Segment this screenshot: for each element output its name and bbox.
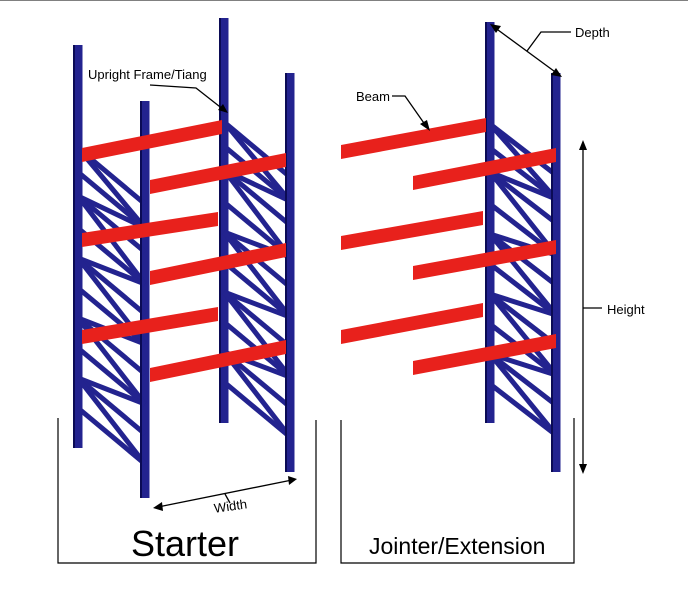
frame-horizontal-brace — [76, 256, 147, 316]
frame-horizontal-brace — [222, 260, 292, 319]
beam-arrowhead — [420, 120, 430, 131]
frame-diagonal-brace — [489, 169, 557, 202]
height-label: Height — [607, 302, 645, 317]
depth-arrowhead-a — [490, 24, 501, 33]
frame-diagonal-brace — [488, 232, 558, 317]
frame-horizontal-brace — [488, 382, 558, 437]
frame-horizontal-brace — [488, 352, 558, 407]
frame-horizontal-brace — [222, 144, 292, 203]
frame-diagonal-brace — [489, 291, 557, 318]
width-arrow-line — [157, 479, 293, 508]
frame-diagonal-brace — [76, 376, 147, 466]
beam — [82, 120, 222, 162]
upright-leader-line — [149, 84, 225, 111]
frame-horizontal-brace — [488, 262, 558, 317]
frame-horizontal-brace — [76, 316, 147, 376]
beam — [413, 240, 556, 280]
jointer-bracket — [340, 418, 575, 564]
frame-diagonal-brace — [488, 292, 558, 377]
beam — [150, 243, 286, 285]
width-arrowhead-a — [153, 502, 163, 511]
frame-diagonal-brace — [488, 352, 558, 437]
frame-horizontal-brace — [76, 194, 147, 254]
frame-diagonal-brace — [76, 193, 147, 231]
frame-starter-left — [73, 45, 150, 498]
frame-horizontal-brace — [76, 376, 147, 436]
starter-bracket — [57, 418, 317, 564]
upright-arrowhead — [218, 104, 228, 113]
beam-label: Beam — [356, 89, 390, 104]
frame-horizontal-brace — [222, 290, 292, 349]
frame-diagonal-brace — [488, 170, 558, 257]
frame-horizontal-brace — [488, 146, 558, 201]
upright-frame-label: Upright Frame/Tiang — [88, 67, 207, 82]
frame-diagonal-brace — [77, 255, 146, 287]
width-arrowhead-b — [288, 476, 297, 485]
height-arrowhead-bottom — [579, 464, 587, 474]
frame-diagonal-brace — [76, 146, 147, 230]
frame-diagonal-brace — [223, 289, 291, 320]
frame-diagonal-brace — [222, 350, 292, 439]
beam — [150, 153, 286, 194]
frame-diagonal-brace — [77, 375, 146, 407]
frame-diagonal-brace — [222, 290, 292, 379]
depth-arrowhead-b — [551, 68, 562, 77]
jointer-title: Jointer/Extension — [369, 533, 546, 559]
height-arrowhead-top — [579, 140, 587, 150]
width-leader-line — [224, 493, 231, 504]
frame-horizontal-brace — [76, 170, 147, 230]
beam — [341, 303, 483, 344]
frame-horizontal-brace — [76, 346, 147, 406]
depth-arrow-line — [493, 26, 559, 75]
frame-horizontal-brace — [488, 122, 558, 177]
beam — [82, 307, 218, 344]
frame-horizontal-brace — [76, 406, 147, 466]
beams — [82, 118, 556, 382]
frame-diagonal-brace — [222, 168, 292, 259]
frame-horizontal-brace — [488, 170, 558, 225]
beam — [82, 212, 218, 247]
beam — [341, 211, 483, 250]
annotations — [0, 0, 688, 564]
starter-title: Starter — [131, 523, 240, 564]
frame-horizontal-brace — [222, 380, 292, 439]
beam — [413, 148, 556, 190]
depth-label: Depth — [575, 25, 610, 40]
beam-leader-line — [392, 95, 427, 127]
beam — [413, 334, 556, 375]
frame-diagonal-brace — [222, 230, 292, 319]
beam — [150, 340, 286, 382]
frame-horizontal-brace — [222, 168, 292, 227]
beam — [341, 118, 486, 159]
depth-leader-line — [526, 31, 571, 52]
